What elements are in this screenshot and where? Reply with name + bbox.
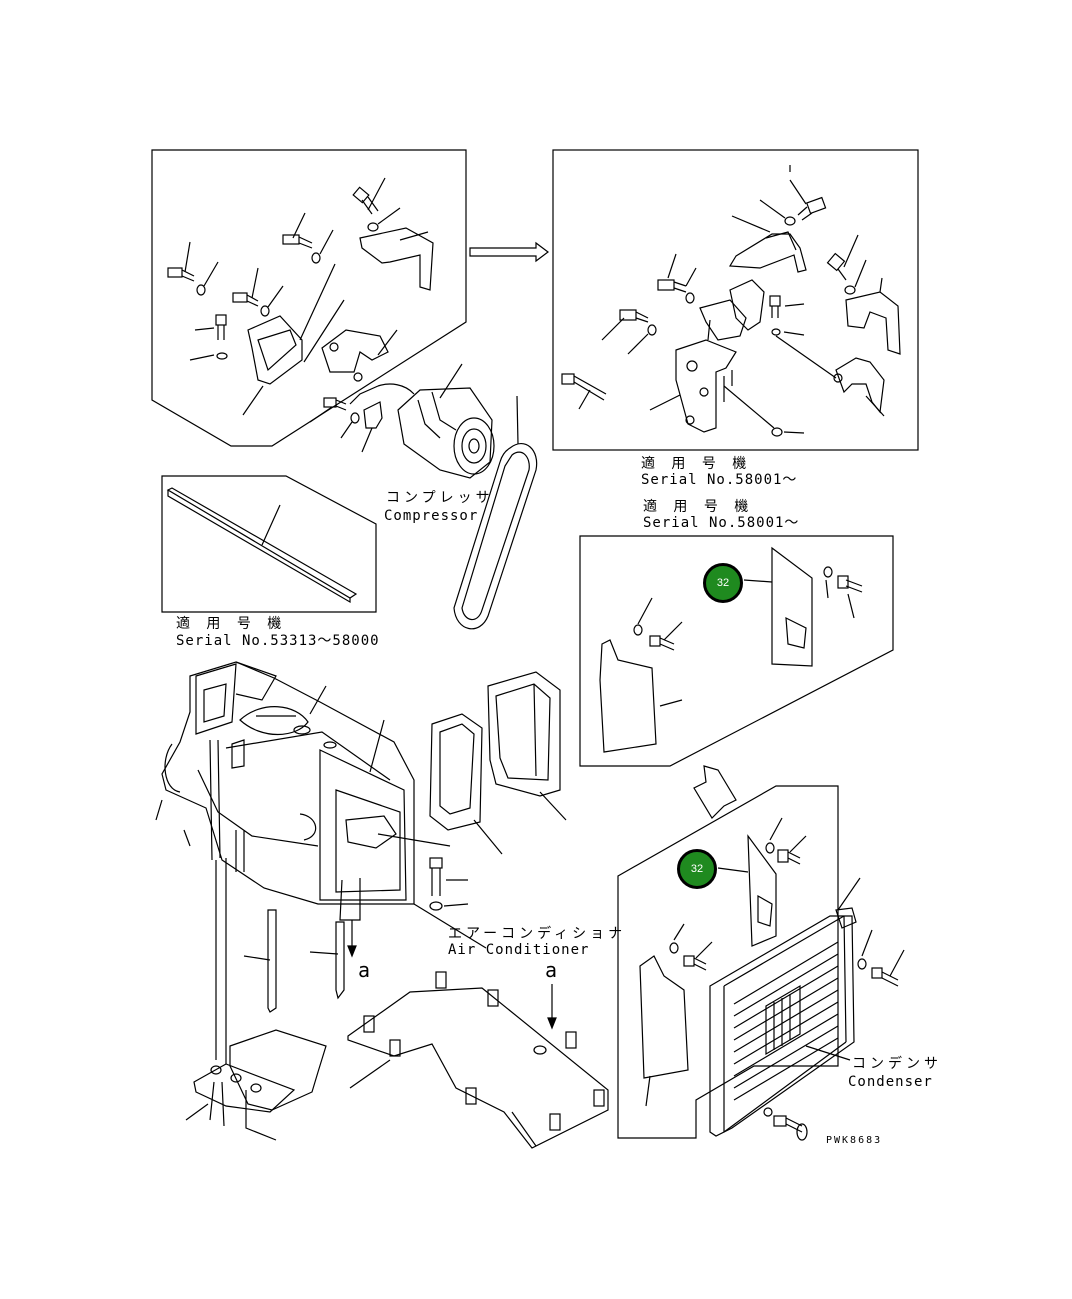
bolt-icon <box>657 253 687 293</box>
view-a-marker: a <box>545 958 559 982</box>
valve-block-icon <box>185 858 327 1141</box>
bolt-icon <box>683 941 713 971</box>
bolt-icon <box>773 1115 808 1141</box>
bolt-icon <box>826 234 859 281</box>
air-conditioner-unit-icon <box>155 661 451 921</box>
applicability-label: 適 用 号 機 <box>176 616 286 632</box>
washer-icon <box>857 929 873 970</box>
duct-icon <box>429 713 503 855</box>
boss-icon <box>363 971 605 1131</box>
washer-icon <box>771 328 805 336</box>
pipe-icon <box>309 921 345 1000</box>
bolt-icon <box>871 949 905 987</box>
compressor-label-jp: コンプレッサ <box>386 490 494 506</box>
duct-icon <box>487 671 567 821</box>
bracket-icon <box>361 401 383 453</box>
bolt-icon <box>167 241 195 282</box>
panel-weather-strip <box>161 475 377 613</box>
condenser-icon <box>709 877 861 1137</box>
bracket-icon <box>699 279 765 341</box>
condenser-label-en: Condenser <box>848 1074 933 1090</box>
washer-icon <box>844 259 867 295</box>
callout-badge[interactable]: 32 <box>703 563 743 603</box>
bracket-icon <box>845 277 901 355</box>
washer-icon <box>763 1107 773 1117</box>
bracket-icon <box>359 227 434 291</box>
bolt-icon <box>194 314 227 340</box>
washer-icon <box>429 901 469 911</box>
arrow-up-icon <box>693 765 737 819</box>
bolt-icon <box>282 212 313 249</box>
applicability-label: 適 用 号 機 <box>643 499 753 515</box>
washer-icon <box>367 207 401 232</box>
bolt-icon <box>309 397 347 423</box>
bolt-icon <box>769 295 805 318</box>
washer-icon <box>633 597 653 636</box>
bolt-icon <box>837 575 863 619</box>
bolt-icon <box>777 835 807 865</box>
condenser-label-jp: コンデンサ <box>852 1056 942 1072</box>
washer-icon <box>669 923 685 954</box>
washer-icon <box>196 261 219 296</box>
view-arrow-icon <box>347 920 357 958</box>
panel-new-bracket <box>552 149 919 451</box>
bracket-icon <box>728 215 807 273</box>
callout-number: 32 <box>716 577 730 589</box>
bolt-icon <box>429 857 468 896</box>
bracket-icon <box>649 339 737 433</box>
leader-line <box>413 903 487 949</box>
bolt-icon <box>561 373 607 410</box>
panel-condenser <box>617 785 839 1139</box>
panel-old-bracket <box>151 149 467 447</box>
bolt-icon <box>789 165 827 221</box>
washer-icon <box>759 199 796 226</box>
serial-range: Serial No.58001～ <box>643 515 800 531</box>
v-belt-icon <box>453 395 538 630</box>
serial-range: Serial No.58001～ <box>641 472 798 488</box>
bracket-icon <box>639 955 689 1107</box>
panel-condenser-bracket <box>579 535 894 767</box>
bolt-icon <box>649 621 683 651</box>
bracket-icon <box>775 335 885 417</box>
washer-icon <box>765 817 783 854</box>
air-conditioner-label-jp: エアーコンディショナ <box>448 926 627 942</box>
pipe-icon <box>243 909 277 1013</box>
washer-icon <box>685 267 697 304</box>
callout-number: 32 <box>690 863 704 875</box>
bolt-icon <box>232 267 259 307</box>
bolt-icon <box>601 309 649 341</box>
bolt-icon <box>352 177 386 215</box>
compressor-label-en: Compressor <box>384 508 479 524</box>
serial-range: Serial No.53313～58000 <box>176 633 380 649</box>
weather-strip-icon <box>166 487 358 604</box>
bracket-icon <box>743 546 813 667</box>
air-conditioner-label-en: Air Conditioner <box>448 942 590 958</box>
applicability-label: 適 用 号 機 <box>641 456 751 472</box>
arrow-right-icon <box>469 241 549 263</box>
washer-icon <box>260 285 284 317</box>
compressor-icon <box>349 363 495 479</box>
bracket-icon <box>717 834 777 947</box>
washer-icon <box>823 566 833 599</box>
bracket-icon <box>242 263 336 416</box>
bracket-icon <box>599 639 683 753</box>
washer-icon <box>627 324 657 355</box>
bracket-icon <box>303 299 398 382</box>
washer-icon <box>311 229 334 264</box>
view-a-marker: a <box>358 958 372 982</box>
washer-icon <box>189 352 228 361</box>
drawing-code: PWK8683 <box>826 1135 883 1146</box>
view-arrow-icon <box>547 984 557 1030</box>
floor-plate-icon <box>347 987 609 1149</box>
washer-icon <box>340 412 360 439</box>
callout-badge[interactable]: 32 <box>677 849 717 889</box>
washer-icon <box>723 385 805 437</box>
